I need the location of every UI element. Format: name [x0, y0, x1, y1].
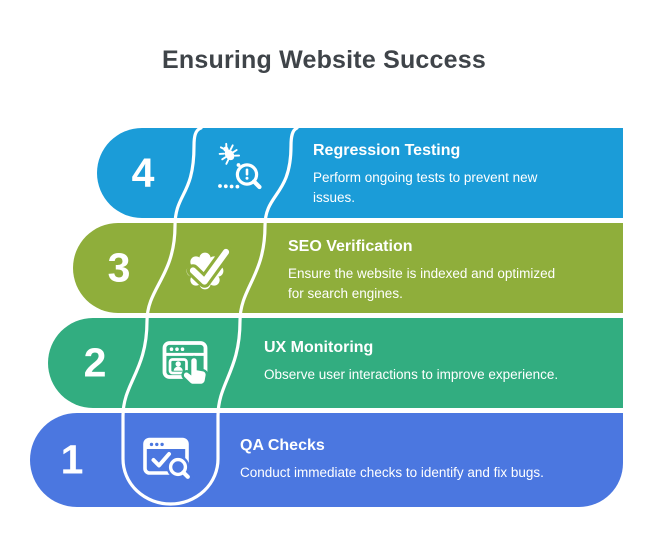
- step-title: Regression Testing: [313, 142, 461, 159]
- page-title: Ensuring Website Success: [162, 46, 486, 74]
- step-1-text-block: QA Checks Conduct immediate checks to id…: [240, 436, 615, 483]
- step-description: Ensure the website is indexed and optimi…: [288, 266, 556, 301]
- step-title: SEO Verification: [288, 238, 413, 255]
- ux-window-user-pointer-icon: [162, 341, 209, 387]
- step-3-text-block: SEO Verification Ensure the website is i…: [288, 237, 613, 304]
- step-1-bar: [30, 413, 623, 507]
- step-1-number: 1: [60, 436, 84, 483]
- step-2-number: 2: [83, 339, 107, 386]
- step-description: Perform ongoing tests to prevent new iss…: [313, 170, 538, 205]
- separator-curve: [121, 126, 299, 506]
- step-3-number: 3: [107, 244, 131, 291]
- step-title: QA Checks: [240, 437, 325, 454]
- bug-magnifier-icon: [218, 142, 262, 190]
- step-3-bar: [73, 223, 623, 313]
- step-2-text-block: UX Monitoring Observe user interactions …: [264, 338, 614, 385]
- step-description: Conduct immediate checks to identify and…: [240, 465, 544, 480]
- step-description: Observe user interactions to improve exp…: [264, 367, 559, 382]
- verified-badge-check-icon: [186, 245, 233, 290]
- step-4-number: 4: [131, 149, 155, 196]
- step-title: UX Monitoring: [264, 339, 374, 356]
- step-4-text-block: Regression Testing Perform ongoing tests…: [313, 141, 608, 208]
- qa-window-check-magnifier-icon: [143, 437, 194, 483]
